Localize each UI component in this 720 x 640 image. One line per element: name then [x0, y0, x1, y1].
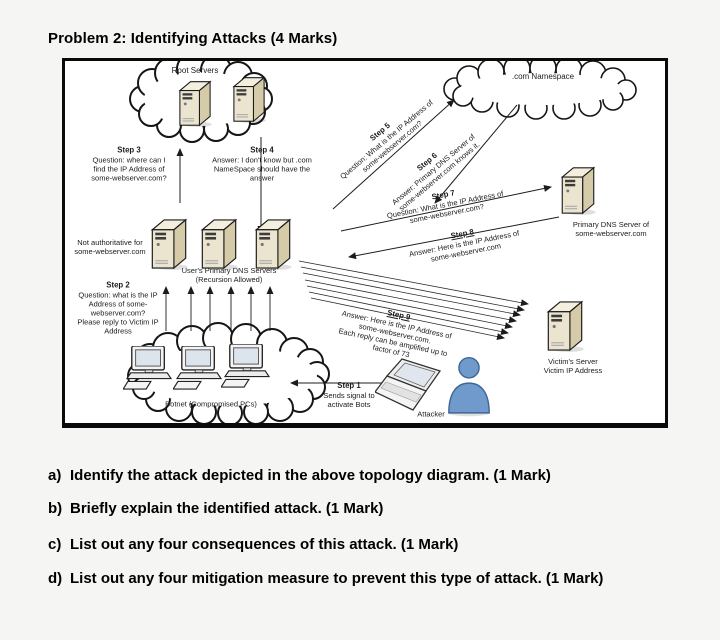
dns-server-icon: [201, 219, 239, 270]
question-a: a)Identify the attack depicted in the ab…: [48, 467, 551, 484]
step8-arrow: [348, 216, 560, 260]
page-title: Problem 2: Identifying Attacks (4 Marks): [48, 30, 338, 47]
botnet-cloud-label: Botnet (Compromised PCs): [165, 399, 257, 409]
primary-dns-label: Primary DNS Server of some-webserver.com: [572, 219, 650, 238]
step5-arrow: [332, 99, 455, 210]
attacker-label: Attacker: [417, 409, 445, 419]
step1-label: Step 1 Sends signal to activate Bots: [323, 381, 375, 409]
question-d-text: List out any four mitigation measure to …: [70, 570, 604, 587]
question-a-text: Identify the attack depicted in the abov…: [70, 467, 551, 484]
victim-server-label: Victim's Server Victim IP Address: [543, 356, 603, 375]
not-authoritative-label: Not authoritative for some-webserver.com: [74, 237, 146, 256]
step6-arrow: [434, 104, 518, 204]
diagram-canvas: [123, 61, 637, 423]
step4-label: Step 4 Answer: I don't know but .com Nam…: [212, 145, 312, 183]
laptop-icon: [375, 358, 441, 411]
primary-dns-server-icon: [561, 167, 597, 215]
dns-server-icon: [255, 219, 293, 270]
root-cloud-label: Root Servers: [171, 66, 219, 76]
topology-diagram: Root Servers .com Namespace Step 3 Quest…: [62, 58, 668, 428]
step3-label: Step 3 Question: where can I find the IP…: [91, 145, 167, 183]
question-c: c)List out any four consequences of this…: [48, 536, 459, 553]
amplified-reply-arrows: [298, 260, 529, 341]
com-namespace-cloud: [443, 61, 637, 120]
question-b-text: Briefly explain the identified attack. (…: [70, 500, 384, 517]
question-c-text: List out any four consequences of this a…: [70, 536, 459, 553]
namespace-cloud-label: .com Namespace: [511, 72, 575, 82]
step7-arrow: [340, 185, 552, 232]
victim-server-icon: [547, 301, 585, 352]
botnet-query-arrows: [162, 286, 274, 331]
step2-label: Step 2 Question: what is the IP Address …: [77, 280, 159, 336]
question-b: b)Briefly explain the identified attack.…: [48, 500, 384, 517]
users-dns-label: User's Primary DNS Servers (Recursion Al…: [181, 265, 277, 284]
attacker-person-icon: [447, 356, 491, 417]
question-d: d)List out any four mitigation measure t…: [48, 570, 604, 587]
dns-server-icon: [151, 219, 189, 270]
